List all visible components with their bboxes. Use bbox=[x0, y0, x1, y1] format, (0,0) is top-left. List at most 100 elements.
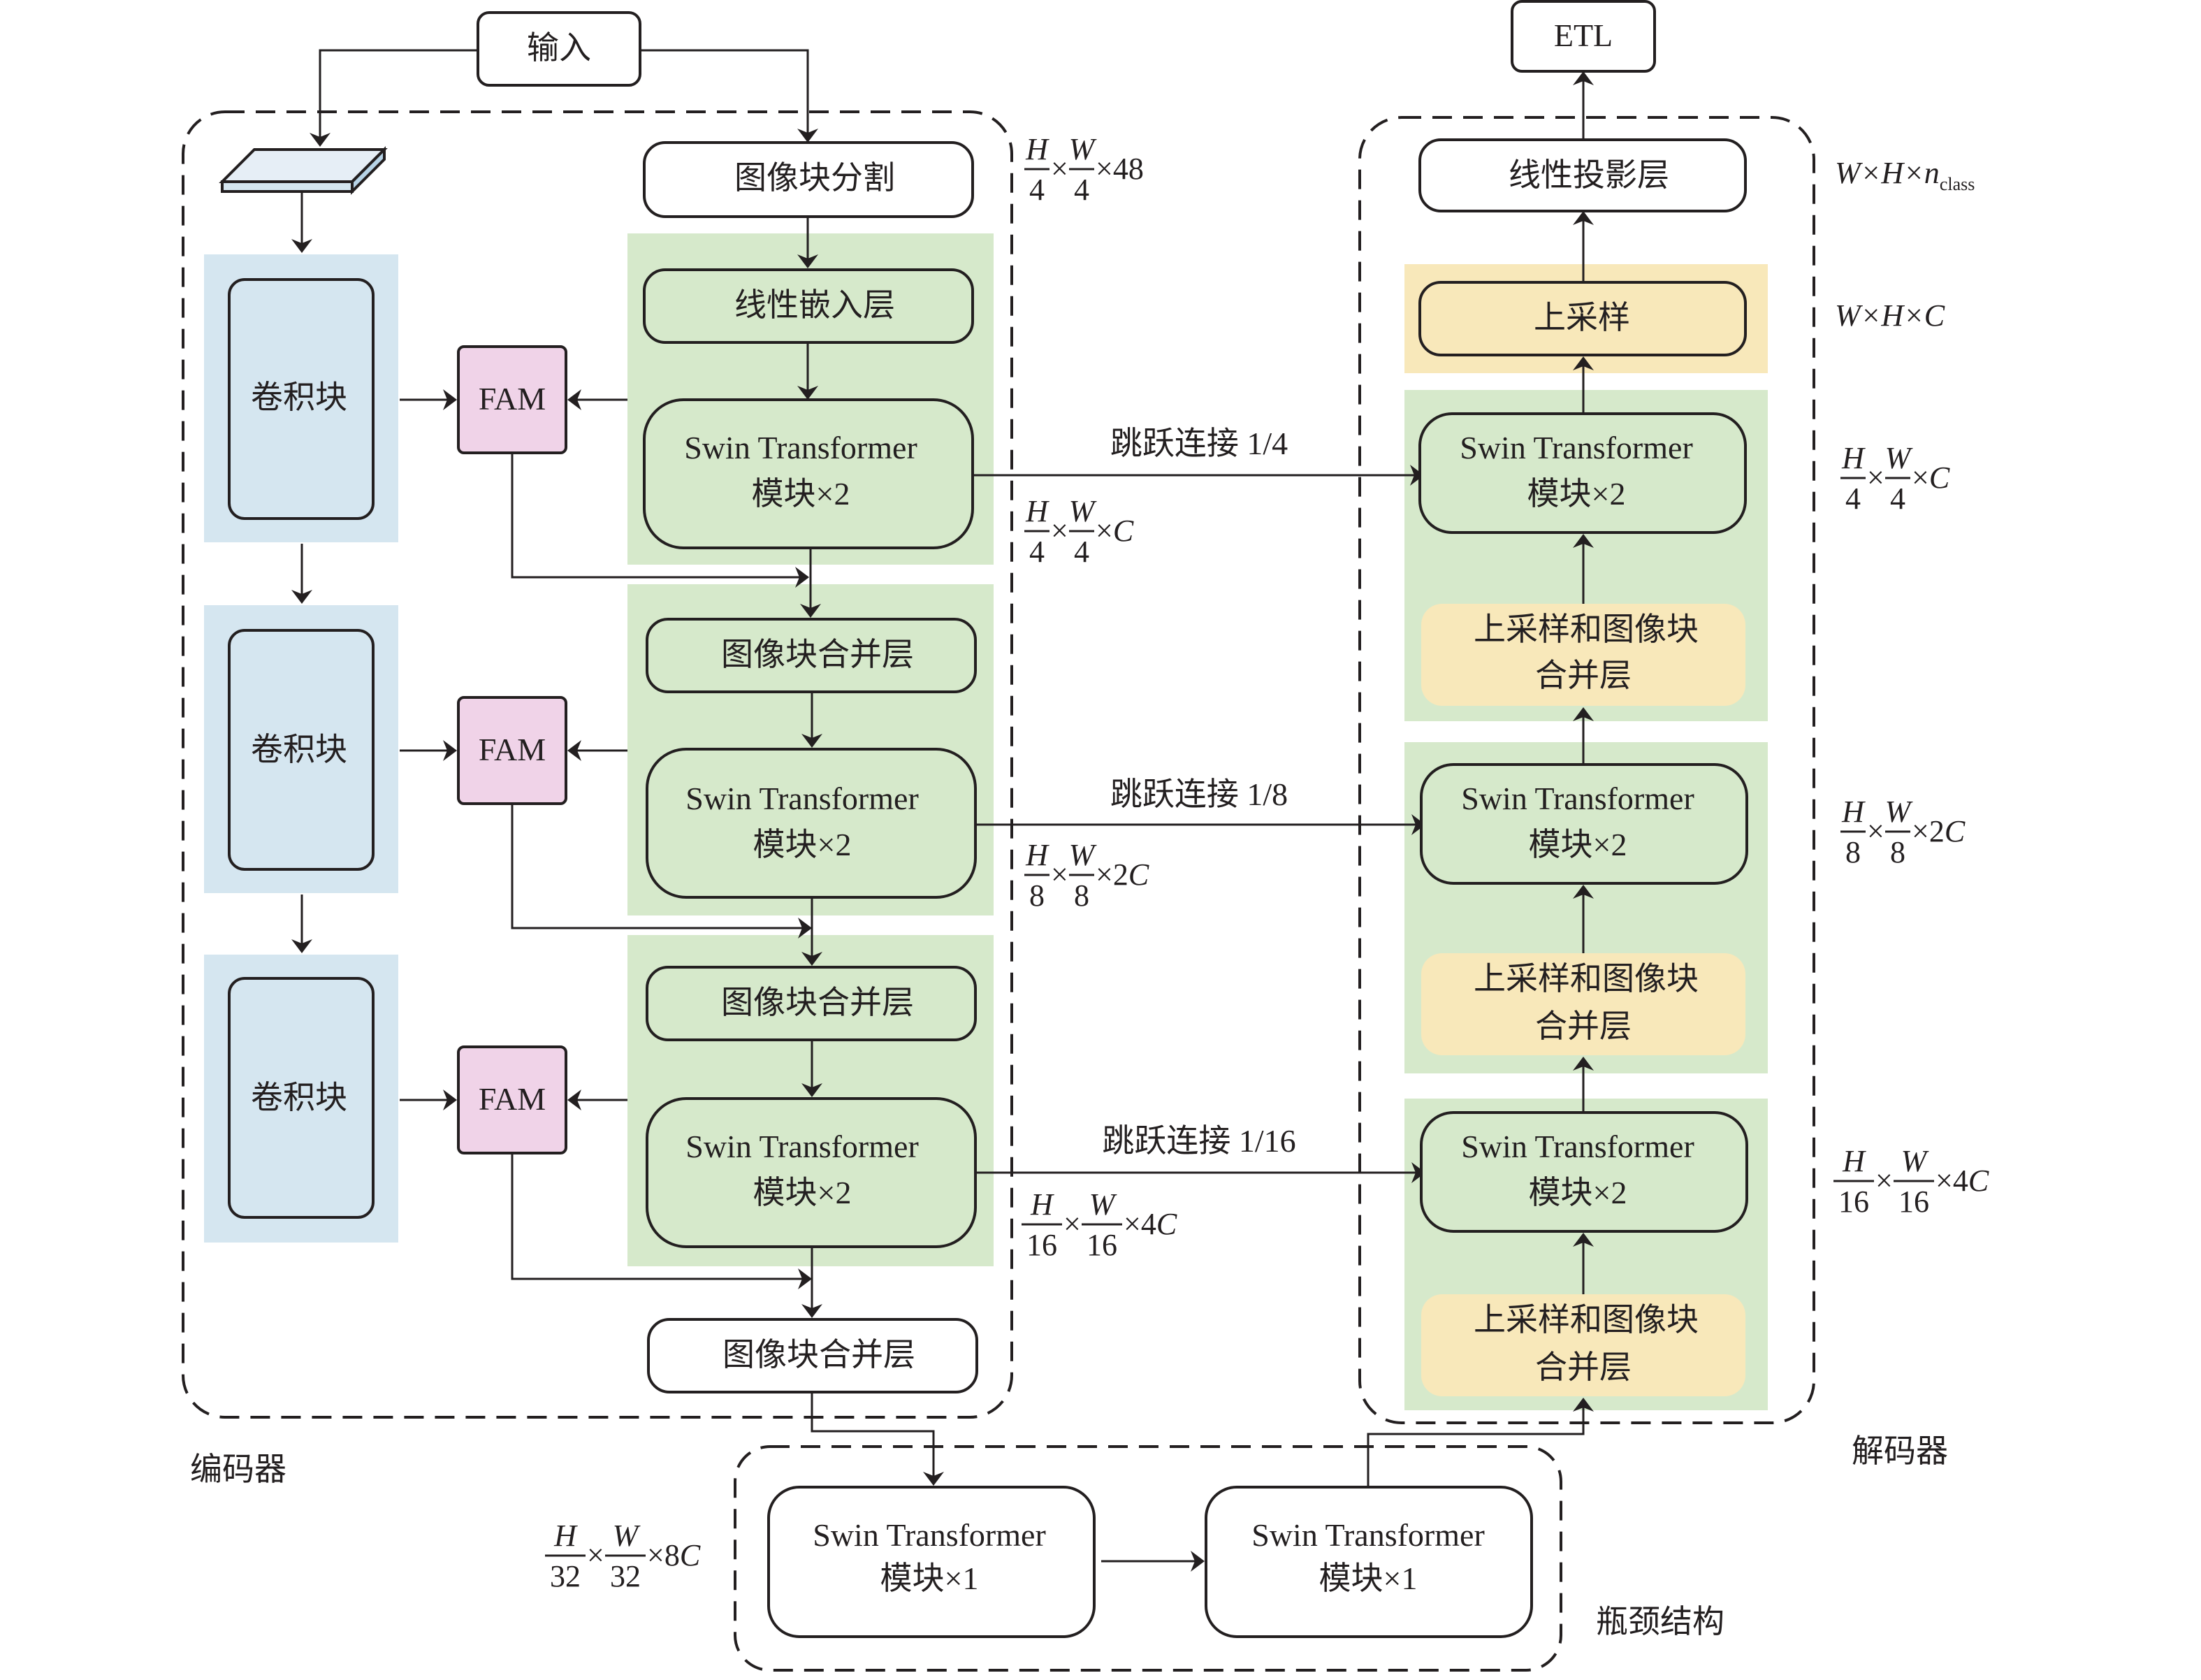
svg-text:图像块合并层: 图像块合并层 bbox=[721, 985, 914, 1020]
svg-text:Swin Transformer: Swin Transformer bbox=[684, 430, 917, 465]
dim-tail: ×2C bbox=[1096, 857, 1149, 892]
frac-numerator: W bbox=[1069, 494, 1097, 528]
svg-text:线性嵌入层: 线性嵌入层 bbox=[734, 287, 895, 323]
decoder-patch-expand-3: 上采样和图像块 合并层 bbox=[1421, 1294, 1745, 1396]
svg-text:模块×2: 模块×2 bbox=[1529, 1175, 1627, 1210]
arrow-input-to-partition bbox=[640, 49, 818, 143]
frac-numerator: H bbox=[1841, 441, 1866, 475]
svg-text:模块×2: 模块×2 bbox=[753, 1175, 852, 1210]
decoder-label: 解码器 bbox=[1852, 1433, 1948, 1469]
svg-text:线性投影层: 线性投影层 bbox=[1509, 157, 1669, 193]
svg-text:Swin Transformer: Swin Transformer bbox=[685, 1129, 919, 1164]
svg-text:上采样和图像块: 上采样和图像块 bbox=[1474, 961, 1699, 997]
frac-numerator: H bbox=[1841, 795, 1866, 829]
svg-text:模块×1: 模块×1 bbox=[880, 1560, 979, 1596]
times-sign: × bbox=[587, 1538, 604, 1572]
encoder-patch-merging-3: 图像块合并层 bbox=[647, 1318, 978, 1393]
dim-upsample: W×H×C bbox=[1835, 298, 1945, 333]
times-sign: × bbox=[1051, 857, 1068, 892]
encoder-patch-merging-2: 图像块合并层 bbox=[646, 966, 977, 1041]
input-image-icon bbox=[219, 146, 388, 195]
bottleneck-group bbox=[734, 1445, 1562, 1672]
svg-text:上采样和图像块: 上采样和图像块 bbox=[1474, 611, 1699, 647]
arrow-fam2-to-main bbox=[511, 804, 812, 939]
arrow-fam1-to-main bbox=[511, 453, 809, 588]
dim-decoder-stage-3: H16×W16×4C bbox=[1833, 1144, 1989, 1219]
linear-embedding-box: 线性嵌入层 bbox=[643, 268, 974, 344]
svg-text:模块×1: 模块×1 bbox=[1319, 1560, 1418, 1596]
svg-text:合并层: 合并层 bbox=[1535, 1349, 1632, 1385]
svg-text:合并层: 合并层 bbox=[1535, 658, 1632, 693]
frac-numerator: W bbox=[1885, 795, 1913, 829]
svg-text:上采样和图像块: 上采样和图像块 bbox=[1474, 1302, 1699, 1338]
fam-block-1: FAM bbox=[457, 345, 567, 454]
dim-bottleneck: H32×W32×8C bbox=[545, 1519, 701, 1593]
svg-text:模块×2: 模块×2 bbox=[1527, 476, 1626, 512]
conv-block-3: 卷积块 bbox=[228, 977, 375, 1219]
bottleneck-swin-block-1: Swin Transformer 模块×1 bbox=[767, 1486, 1096, 1638]
frac-numerator: H bbox=[1025, 494, 1049, 528]
dim-tail: ×C bbox=[1096, 514, 1134, 548]
svg-text:Swin Transformer: Swin Transformer bbox=[1460, 430, 1693, 465]
decoder-swin-block-3: Swin Transformer 模块×2 bbox=[1420, 1111, 1748, 1233]
frac-denominator: 4 bbox=[1029, 173, 1045, 207]
svg-text:模块×2: 模块×2 bbox=[1529, 827, 1627, 862]
svg-text:上采样: 上采样 bbox=[1534, 300, 1630, 335]
frac-numerator: H bbox=[1025, 132, 1049, 166]
encoder-swin-block-2: Swin Transformer 模块×2 bbox=[646, 748, 977, 899]
svg-text:模块×2: 模块×2 bbox=[752, 476, 850, 512]
frac-numerator: H bbox=[1030, 1187, 1054, 1222]
times-sign: × bbox=[1063, 1207, 1081, 1241]
decoder-patch-expand-2: 上采样和图像块 合并层 bbox=[1421, 953, 1745, 1055]
times-sign: × bbox=[1875, 1164, 1893, 1198]
arrow-fam3-to-main bbox=[511, 1153, 812, 1289]
frac-denominator: 8 bbox=[1029, 878, 1045, 913]
conv-block-2: 卷积块 bbox=[228, 629, 375, 871]
fam-block-2: FAM bbox=[457, 696, 567, 805]
skip-label-1-8: 跳跃连接 1/8 bbox=[1110, 776, 1288, 812]
svg-text:Swin Transformer: Swin Transformer bbox=[1461, 781, 1694, 816]
frac-denominator: 8 bbox=[1845, 835, 1861, 869]
encoder-swin-block-1: Swin Transformer 模块×2 bbox=[643, 398, 974, 549]
svg-text:Swin Transformer: Swin Transformer bbox=[1461, 1129, 1694, 1164]
dim-encoder-stage-1: H4×W4×C bbox=[1024, 494, 1134, 569]
frac-denominator: 8 bbox=[1890, 835, 1905, 869]
encoder-group bbox=[182, 110, 1013, 1419]
input-box: 输入 bbox=[477, 11, 641, 87]
frac-numerator: H bbox=[1842, 1144, 1866, 1178]
dim-tail: ×4C bbox=[1935, 1164, 1989, 1198]
svg-text:图像块合并层: 图像块合并层 bbox=[722, 1337, 915, 1373]
svg-text:图像块分割: 图像块分割 bbox=[734, 160, 895, 196]
frac-denominator: 4 bbox=[1074, 173, 1089, 207]
arrow-bottleneck-to-decoder bbox=[1367, 1398, 1594, 1487]
frac-denominator: 16 bbox=[1838, 1185, 1869, 1219]
etl-output-box: ETL bbox=[1511, 0, 1656, 73]
svg-text:图像块合并层: 图像块合并层 bbox=[721, 637, 914, 672]
encoder-label: 编码器 bbox=[190, 1451, 286, 1487]
frac-denominator: 32 bbox=[610, 1559, 641, 1593]
arrow-input-to-image bbox=[310, 49, 478, 147]
frac-numerator: W bbox=[1069, 132, 1097, 166]
frac-numerator: W bbox=[613, 1519, 641, 1553]
patch-partition-box: 图像块分割 bbox=[643, 141, 974, 218]
etl-label: ETL bbox=[1554, 17, 1613, 53]
frac-numerator: H bbox=[553, 1519, 578, 1553]
dim-tail: ×C bbox=[1912, 461, 1950, 495]
svg-text:卷积块: 卷积块 bbox=[251, 1080, 347, 1115]
frac-denominator: 16 bbox=[1087, 1228, 1117, 1262]
dim-encoder-stage-2: H8×W8×2C bbox=[1024, 838, 1149, 913]
decoder-swin-block-1: Swin Transformer 模块×2 bbox=[1418, 412, 1747, 534]
frac-denominator: 32 bbox=[550, 1559, 581, 1593]
decoder-swin-block-2: Swin Transformer 模块×2 bbox=[1420, 763, 1748, 885]
svg-text:FAM: FAM bbox=[479, 732, 546, 767]
dim-tail: ×4C bbox=[1124, 1207, 1177, 1241]
decoder-group bbox=[1358, 116, 1815, 1424]
times-sign: × bbox=[1051, 514, 1068, 548]
svg-text:Swin Transformer: Swin Transformer bbox=[813, 1517, 1046, 1553]
input-label: 输入 bbox=[527, 30, 591, 66]
frac-numerator: W bbox=[1089, 1187, 1117, 1222]
frac-numerator: W bbox=[1885, 441, 1913, 475]
dim-decoder-stage-2: H8×W8×2C bbox=[1840, 795, 1966, 869]
svg-text:Swin Transformer: Swin Transformer bbox=[1251, 1517, 1485, 1553]
